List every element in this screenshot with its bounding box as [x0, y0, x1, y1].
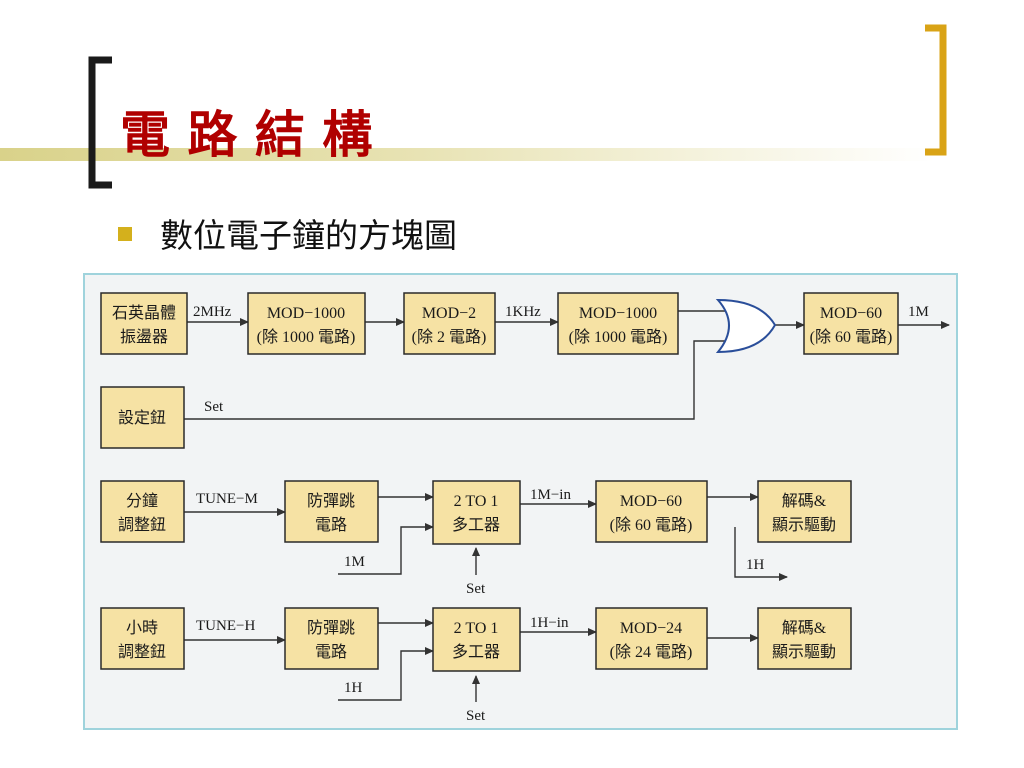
block-debounce1: 防彈跳 電路 [284, 480, 379, 543]
slide-title: 電 路 結 構 [120, 105, 372, 164]
block-debounce2: 防彈跳 電路 [284, 607, 379, 670]
block-debounce2-line2: 電路 [315, 643, 347, 661]
block-mod60a-line2: (除 60 電路) [810, 328, 893, 346]
block-mux2-line1: 2 TO 1 [454, 620, 499, 637]
block-mod2-line1: MOD−2 [422, 305, 476, 322]
block-debounce1-line1: 防彈跳 [307, 492, 355, 510]
label-set-mux1: Set [466, 581, 486, 597]
wire-1h-in [338, 647, 434, 701]
block-mod60b-line2: (除 60 電路) [610, 516, 693, 534]
block-hr-btn-line2: 調整鈕 [118, 643, 166, 661]
block-crystal-line2: 振盪器 [120, 328, 168, 346]
block-min-btn-line1: 分鐘 [126, 492, 158, 510]
block-mod60b-line1: MOD−60 [620, 493, 682, 510]
block-decode1-line1: 解碼& [782, 492, 827, 510]
block-crystal-line1: 石英晶體 [112, 304, 176, 322]
block-hr-btn: 小時 調整鈕 [100, 607, 185, 670]
block-mod2: MOD−2 (除 2 電路) [403, 292, 496, 355]
wires [184, 310, 950, 702]
block-mux2: 2 TO 1 多工器 [432, 607, 521, 672]
block-mod24-line1: MOD−24 [620, 620, 682, 637]
bullet-text: 數位電子鐘的方塊圖 [160, 216, 457, 255]
label-h-in: 1H−in [530, 615, 569, 631]
label-1m-in: 1M [344, 554, 365, 570]
label-1khz: 1KHz [505, 304, 541, 320]
label-tune-m: TUNE−M [196, 491, 258, 507]
block-setbtn-line1: 設定鈕 [118, 409, 166, 427]
block-mux1-line2: 多工器 [452, 516, 500, 534]
wire-1m-in [338, 523, 434, 575]
block-debounce2-line1: 防彈跳 [307, 619, 355, 637]
block-decode1: 解碼& 顯示驅動 [757, 480, 852, 543]
block-mod1000b-line1: MOD−1000 [579, 305, 657, 322]
block-mod1000b: MOD−1000 (除 1000 電路) [557, 292, 679, 355]
block-mod24: MOD−24 (除 24 電路) [595, 607, 708, 670]
label-m-in: 1M−in [530, 487, 571, 503]
label-tune-h: TUNE−H [196, 618, 255, 634]
block-min-btn: 分鐘 調整鈕 [100, 480, 185, 543]
block-hr-btn-line1: 小時 [126, 619, 158, 637]
block-mod24-line2: (除 24 電路) [610, 643, 693, 661]
right-bracket [925, 24, 947, 156]
block-min-btn-line2: 調整鈕 [118, 516, 166, 534]
block-decode2-line2: 顯示驅動 [772, 643, 836, 661]
block-mod1000a-line2: (除 1000 電路) [257, 328, 356, 346]
block-diagram: 石英晶體 振盪器 MOD−1000 (除 1000 電路) MOD−2 (除 2… [83, 273, 958, 730]
or-gate [715, 298, 777, 354]
block-mod2-line2: (除 2 電路) [412, 328, 487, 346]
block-mod1000a-line1: MOD−1000 [267, 305, 345, 322]
label-1m-out: 1M [908, 304, 929, 320]
block-mod1000b-line2: (除 1000 電路) [569, 328, 668, 346]
block-mod1000a: MOD−1000 (除 1000 電路) [247, 292, 366, 355]
block-decode1-line2: 顯示驅動 [772, 516, 836, 534]
bullet-square [118, 227, 132, 241]
block-mod60a: MOD−60 (除 60 電路) [803, 292, 899, 355]
block-mod60b: MOD−60 (除 60 電路) [595, 480, 708, 543]
block-setbtn: 設定鈕 [100, 386, 185, 449]
block-mod60a-line1: MOD−60 [820, 305, 882, 322]
label-set-mux2: Set [466, 708, 486, 724]
label-2mhz: 2MHz [193, 304, 232, 320]
wire-1h-out [734, 527, 788, 581]
block-mux2-line2: 多工器 [452, 643, 500, 661]
title-band [0, 148, 935, 161]
wire-set [184, 340, 725, 420]
block-decode2: 解碼& 顯示驅動 [757, 607, 852, 670]
label-set: Set [204, 399, 224, 415]
block-decode2-line1: 解碼& [782, 619, 827, 637]
block-crystal: 石英晶體 振盪器 [100, 292, 188, 355]
label-1h-out: 1H [746, 557, 765, 573]
block-mux1: 2 TO 1 多工器 [432, 480, 521, 545]
block-debounce1-line2: 電路 [315, 516, 347, 534]
signal-labels: 2MHz 1KHz 1M Set TUNE−M 1M Set 1M−in 1H … [193, 304, 929, 724]
label-1h-in: 1H [344, 680, 363, 696]
block-mux1-line1: 2 TO 1 [454, 493, 499, 510]
left-bracket [88, 56, 112, 189]
